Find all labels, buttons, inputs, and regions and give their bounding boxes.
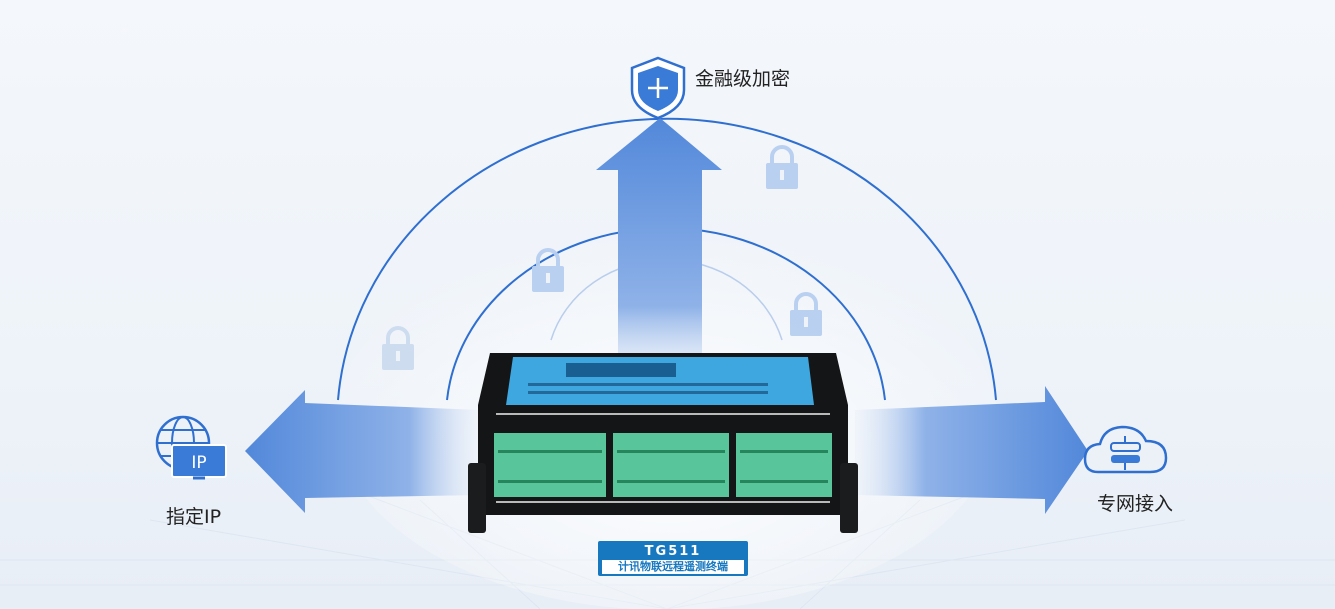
right-arrow — [855, 386, 1088, 514]
tg511-device-photo — [468, 345, 858, 540]
shield-plus-icon — [630, 56, 686, 120]
lock-icon — [766, 145, 798, 189]
device-model: TG511 — [644, 544, 702, 559]
lock-icon — [532, 248, 564, 292]
left-arrow — [245, 390, 480, 513]
device-model-tag: TG511 计讯物联远程遥测终端 — [598, 541, 748, 576]
feature-label-private-network: 专网接入 — [1097, 493, 1174, 515]
device-illustration — [468, 353, 858, 533]
terminal-block-row — [494, 433, 832, 497]
outer-arc — [337, 117, 997, 401]
lock-icon — [382, 326, 414, 370]
globe-ip-monitor-icon: IP — [155, 415, 227, 480]
feature-label-fixed-ip: 指定IP — [166, 506, 222, 528]
up-arrow — [596, 118, 722, 370]
lock-icon — [790, 292, 822, 336]
device-name: 计讯物联远程遥测终端 — [602, 560, 744, 574]
svg-text:IP: IP — [191, 453, 206, 473]
feature-label-financial-encryption: 金融级加密 — [695, 68, 791, 90]
cloud-network-icon — [1083, 425, 1168, 474]
